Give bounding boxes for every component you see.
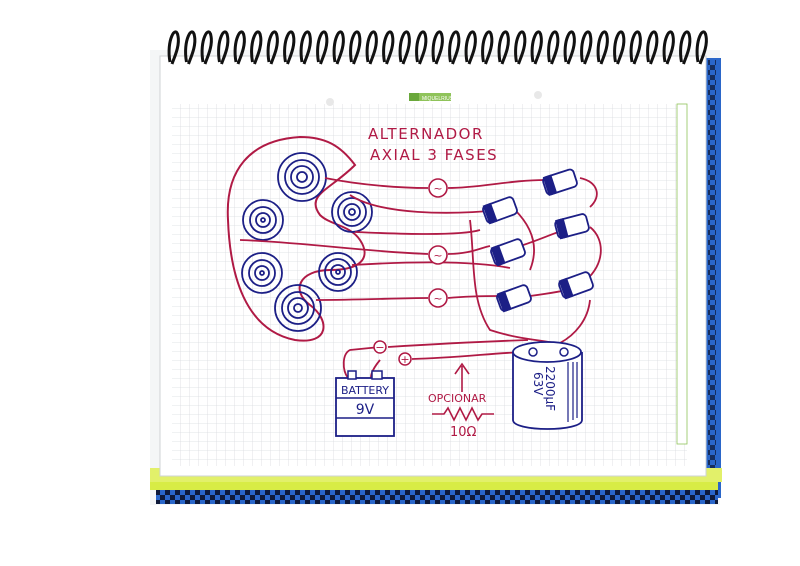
spiral-ring-29 — [646, 30, 659, 65]
optional-label: OPCIONAR — [428, 392, 487, 405]
brand-tag: MIQUELRIUS — [409, 93, 454, 102]
diode-5 — [558, 271, 594, 300]
arrow-up-icon — [454, 362, 470, 392]
spiral-ring-7 — [283, 30, 296, 65]
coil-1 — [277, 152, 327, 202]
battery-label: BATTERY — [341, 384, 389, 397]
spiral-ring-28 — [629, 30, 642, 65]
spiral-ring-31 — [679, 30, 692, 65]
diode-6 — [496, 284, 532, 313]
diode-2 — [482, 196, 518, 225]
capacitor-label-2: 63V — [531, 372, 545, 396]
spiral-ring-3 — [217, 30, 230, 65]
spiral-ring-17 — [448, 30, 461, 65]
resistor-value: 10Ω — [450, 425, 477, 440]
coil-3 — [242, 199, 284, 241]
spiral-ring-19 — [481, 30, 494, 65]
capacitor: 2200µF 63V — [512, 341, 583, 430]
spiral-ring-15 — [415, 30, 428, 65]
coil-5 — [318, 252, 358, 292]
ac-symbol-2: ~ — [433, 249, 442, 262]
spiral-ring-4 — [233, 30, 246, 65]
spiral-ring-2 — [200, 30, 213, 65]
spiral-binding — [167, 30, 708, 65]
optional-resistor: OPCIONAR 10Ω — [428, 362, 494, 440]
minus-marker: − — [375, 341, 384, 354]
coil-6 — [274, 284, 322, 332]
ac-sources: ~ ~ ~ — [428, 178, 448, 308]
title-line-1: ALTERNADOR — [368, 125, 484, 143]
battery: BATTERY 9V — [335, 370, 395, 437]
ac-source-1: ~ — [428, 178, 448, 198]
spiral-ring-9 — [316, 30, 329, 65]
title-line-2: AXIAL 3 FASES — [370, 146, 498, 164]
coil-4 — [241, 252, 283, 294]
spiral-ring-22 — [530, 30, 543, 65]
spiral-ring-30 — [662, 30, 675, 65]
spiral-ring-14 — [398, 30, 411, 65]
polarity-markers: − + — [373, 340, 412, 366]
spiral-ring-23 — [547, 30, 560, 65]
spiral-ring-11 — [349, 30, 362, 65]
brand-tag-text: MIQUELRIUS — [422, 96, 454, 102]
ac-symbol-3: ~ — [433, 292, 442, 305]
spiral-ring-27 — [613, 30, 626, 65]
ac-source-2: ~ — [428, 245, 448, 265]
diode-3 — [554, 213, 590, 240]
diode-bridge — [482, 168, 594, 313]
spiral-ring-10 — [332, 30, 345, 65]
spiral-ring-32 — [695, 30, 708, 65]
spiral-ring-6 — [266, 30, 279, 65]
resistor-symbol — [432, 406, 494, 422]
spiral-ring-13 — [382, 30, 395, 65]
ac-source-3: ~ — [428, 288, 448, 308]
notebook-page — [159, 55, 707, 477]
diode-4 — [490, 238, 526, 267]
spiral-ring-0 — [167, 30, 180, 65]
ac-symbol-1: ~ — [433, 182, 442, 195]
spiral-ring-8 — [299, 30, 312, 65]
spiral-ring-5 — [250, 30, 263, 65]
capacitor-label-1: 2200µF — [543, 366, 557, 411]
spiral-ring-26 — [596, 30, 609, 65]
spiral-ring-24 — [563, 30, 576, 65]
spiral-ring-21 — [514, 30, 527, 65]
spiral-ring-1 — [184, 30, 197, 65]
spiral-ring-12 — [365, 30, 378, 65]
spiral-ring-16 — [431, 30, 444, 65]
plus-marker: + — [400, 353, 409, 366]
diode-1 — [542, 168, 578, 197]
coil-2 — [331, 191, 373, 233]
spiral-ring-20 — [497, 30, 510, 65]
battery-voltage: 9V — [356, 402, 375, 418]
stator-outline — [226, 135, 366, 342]
spiral-ring-25 — [580, 30, 593, 65]
spiral-ring-18 — [464, 30, 477, 65]
coil-group — [241, 152, 373, 332]
